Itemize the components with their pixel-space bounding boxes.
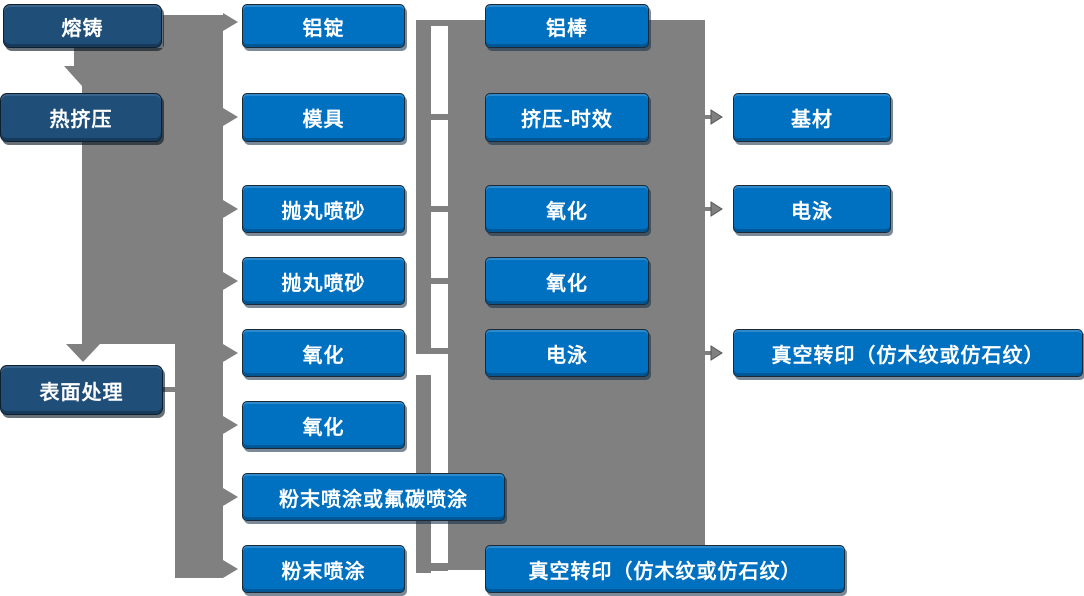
- node-dianyong-c3: 电泳: [485, 329, 649, 377]
- arrowhead-to-paowan-2: [223, 272, 238, 290]
- node-fenmo: 粉末喷涂: [242, 545, 405, 593]
- node-fenmo-fluoro: 粉末喷涂或氟碳喷涂: [242, 473, 505, 521]
- bridge-row2: [431, 114, 448, 120]
- left-trunk-narrow-segment: [175, 344, 223, 578]
- arrowhead-to-fenmo-fluoro: [223, 488, 238, 506]
- down-arrowhead-to-biaomianchuli: [66, 344, 100, 362]
- node-rongzhu: 熔铸: [3, 4, 162, 48]
- node-yanghua-c3-1: 氧化: [485, 185, 649, 233]
- upper-collector-bar: [416, 20, 431, 354]
- bridge-row5: [431, 348, 448, 354]
- node-rejiya: 热挤压: [0, 93, 162, 142]
- biaomianchuli-stub: [163, 387, 175, 392]
- arrowhead-to-dianyong: [710, 201, 723, 217]
- down-arrow-shaft: [74, 48, 90, 68]
- node-jiya-shixiao: 挤压-时效: [485, 93, 649, 142]
- arrowhead-to-fenmo: [223, 560, 238, 578]
- arrowhead-to-lvding: [223, 13, 238, 31]
- node-yanghua-c2-1: 氧化: [242, 329, 405, 377]
- down-arrowhead-to-rejiya: [64, 66, 100, 86]
- arrowhead-to-jicai: [710, 109, 723, 125]
- node-yanghua-c2-2: 氧化: [242, 401, 405, 449]
- node-lvding: 铝锭: [242, 4, 405, 48]
- arrowhead-to-muju: [223, 108, 238, 126]
- bridge-row3: [431, 206, 448, 212]
- arrow-shaft-to-zhenkong: [704, 351, 712, 355]
- bridge-row4: [431, 278, 448, 284]
- arrowhead-to-zhenkong: [710, 345, 723, 361]
- arrow-shaft-to-jicai: [704, 115, 712, 119]
- node-jicai: 基材: [733, 93, 891, 142]
- node-yanghua-c3-2: 氧化: [485, 257, 649, 305]
- bridge-row1: [431, 20, 448, 26]
- node-paowan-1: 抛丸喷砂: [242, 185, 405, 233]
- left-trunk-top-segment: [163, 15, 223, 48]
- arrow-shaft-to-dianyong: [704, 207, 712, 211]
- node-paowan-2: 抛丸喷砂: [242, 257, 405, 305]
- node-zhenkong-c4: 真空转印（仿木纹或仿石纹）: [733, 329, 1083, 377]
- node-lvbang: 铝棒: [485, 4, 649, 48]
- arrowhead-to-yanghua-1: [223, 344, 238, 362]
- arrowhead-to-yanghua-2: [223, 416, 238, 434]
- node-biaomianchuli: 表面处理: [0, 365, 163, 415]
- node-dianyong-c4: 电泳: [733, 185, 891, 233]
- node-zhenkong-c3: 真空转印（仿木纹或仿石纹）: [485, 545, 845, 593]
- arrowhead-to-paowan-1: [223, 200, 238, 218]
- bridge-bottom: [431, 563, 448, 571]
- node-muju: 模具: [242, 93, 405, 142]
